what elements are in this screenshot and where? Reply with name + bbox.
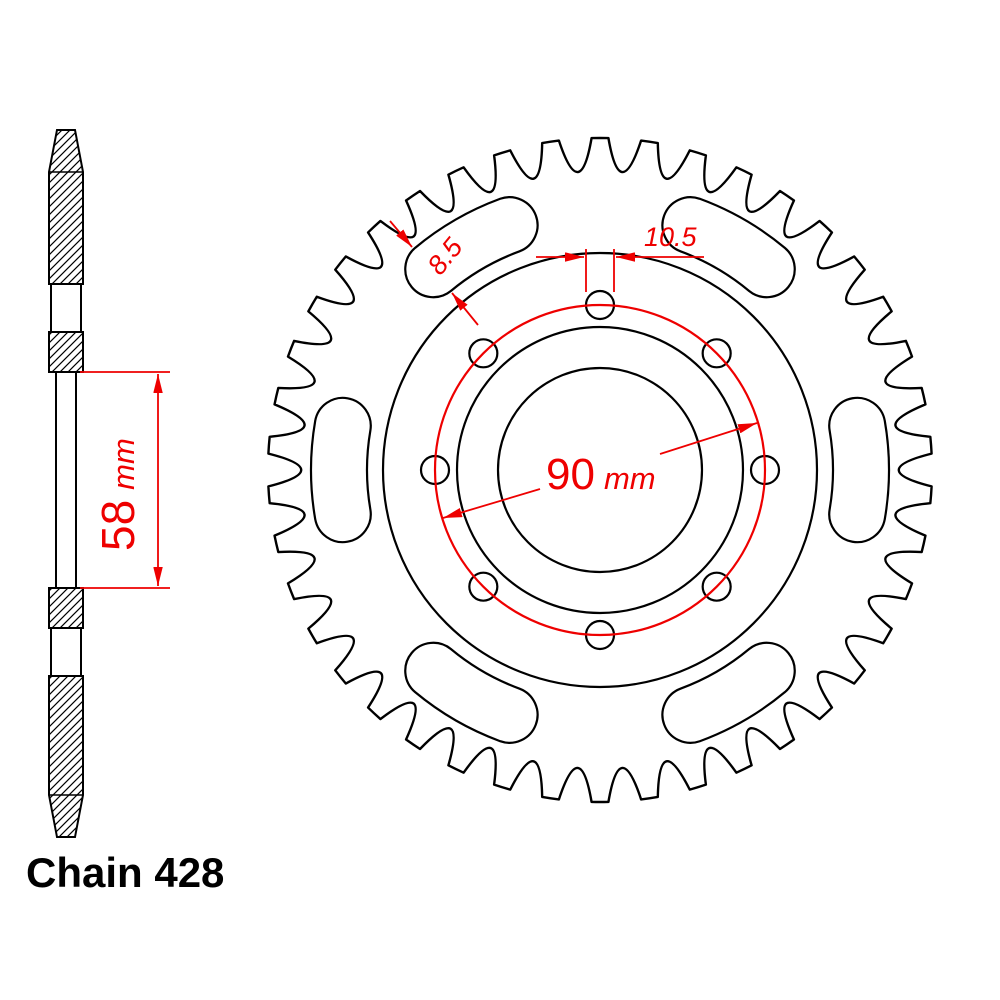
dimension-line [451, 292, 479, 326]
lightening-slot [404, 196, 539, 299]
bolt-circle-90mm [433, 303, 767, 637]
lightening-slot [828, 396, 891, 544]
section-plate-lower [50, 627, 82, 677]
dimension-line [442, 488, 541, 519]
sprocket-front-view [267, 136, 933, 804]
lightening-slot [404, 641, 539, 744]
dimension-10-5-label: 10.5 [644, 222, 698, 252]
lightening-slots [309, 196, 891, 744]
lightening-slot [661, 196, 796, 299]
center-bore [496, 366, 704, 574]
section-plate-upper [50, 283, 82, 333]
hub-circle [455, 325, 745, 615]
dimension-line [389, 220, 413, 248]
dimension-line [659, 422, 758, 455]
section-tooth-bottom [48, 675, 84, 838]
section-hub-middle [55, 371, 77, 589]
cross-section-view [48, 129, 84, 838]
section-flange-lower [48, 587, 84, 629]
dimension-58mm: 58mm [80, 371, 170, 589]
caption-chain-type: Chain 428 [26, 849, 224, 896]
dimension-10-5: 10.5 [536, 222, 704, 292]
lightening-slot [661, 641, 796, 744]
lightening-slot [309, 396, 372, 544]
section-tooth-top [48, 129, 84, 285]
slot-boundary-circle [381, 251, 819, 689]
dimension-58-label: 58mm [92, 438, 144, 551]
section-flange-upper [48, 331, 84, 373]
